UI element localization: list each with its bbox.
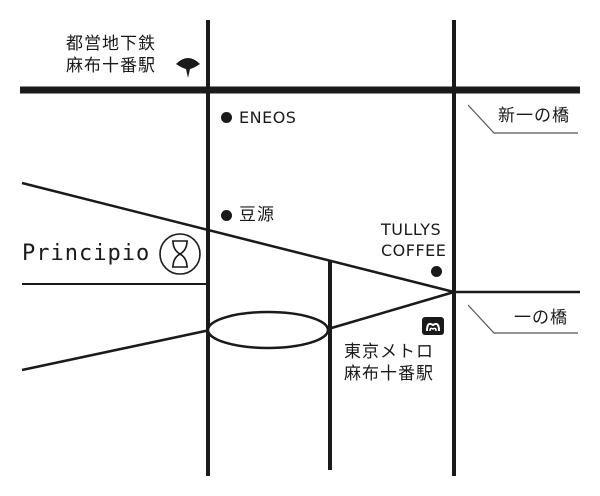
tokyo-metro-icon xyxy=(422,317,444,335)
tullys-line2: COFFEE xyxy=(381,241,447,260)
hourglass-logo-icon xyxy=(159,233,201,275)
metro-station-line1: 東京メトロ xyxy=(344,342,434,362)
toei-station-line1: 都営地下鉄 xyxy=(66,34,156,54)
tullys-label: TULLYS COFFEE xyxy=(381,222,446,259)
eneos-marker xyxy=(221,112,232,123)
ginkgo-leaf-icon xyxy=(176,58,200,78)
lower-diagonal-street-left xyxy=(21,328,211,372)
eneos-label: ENEOS xyxy=(239,108,297,127)
ichinohashi-label: 一の橋 xyxy=(514,308,568,328)
roundabout xyxy=(206,310,330,350)
tullys-line1: TULLYS xyxy=(381,220,442,239)
toei-station-line2: 麻布十番駅 xyxy=(66,56,156,76)
ichinohashi-callout xyxy=(467,304,578,334)
mamegen-marker xyxy=(221,210,232,221)
toei-station-label: 都営地下鉄 麻布十番駅 xyxy=(66,36,156,75)
mamegen-label: 豆源 xyxy=(239,205,275,225)
metro-station-line2: 麻布十番駅 xyxy=(344,364,434,384)
metro-station-label: 東京メトロ 麻布十番駅 xyxy=(344,344,434,383)
tullys-marker xyxy=(431,266,442,277)
upper-diagonal-street xyxy=(21,181,455,294)
shinnohashi-label: 新一の橋 xyxy=(498,106,570,126)
principio-label: Principio xyxy=(22,241,151,266)
shinnohashi-callout xyxy=(467,104,578,134)
lower-diagonal-street-right xyxy=(327,290,455,331)
